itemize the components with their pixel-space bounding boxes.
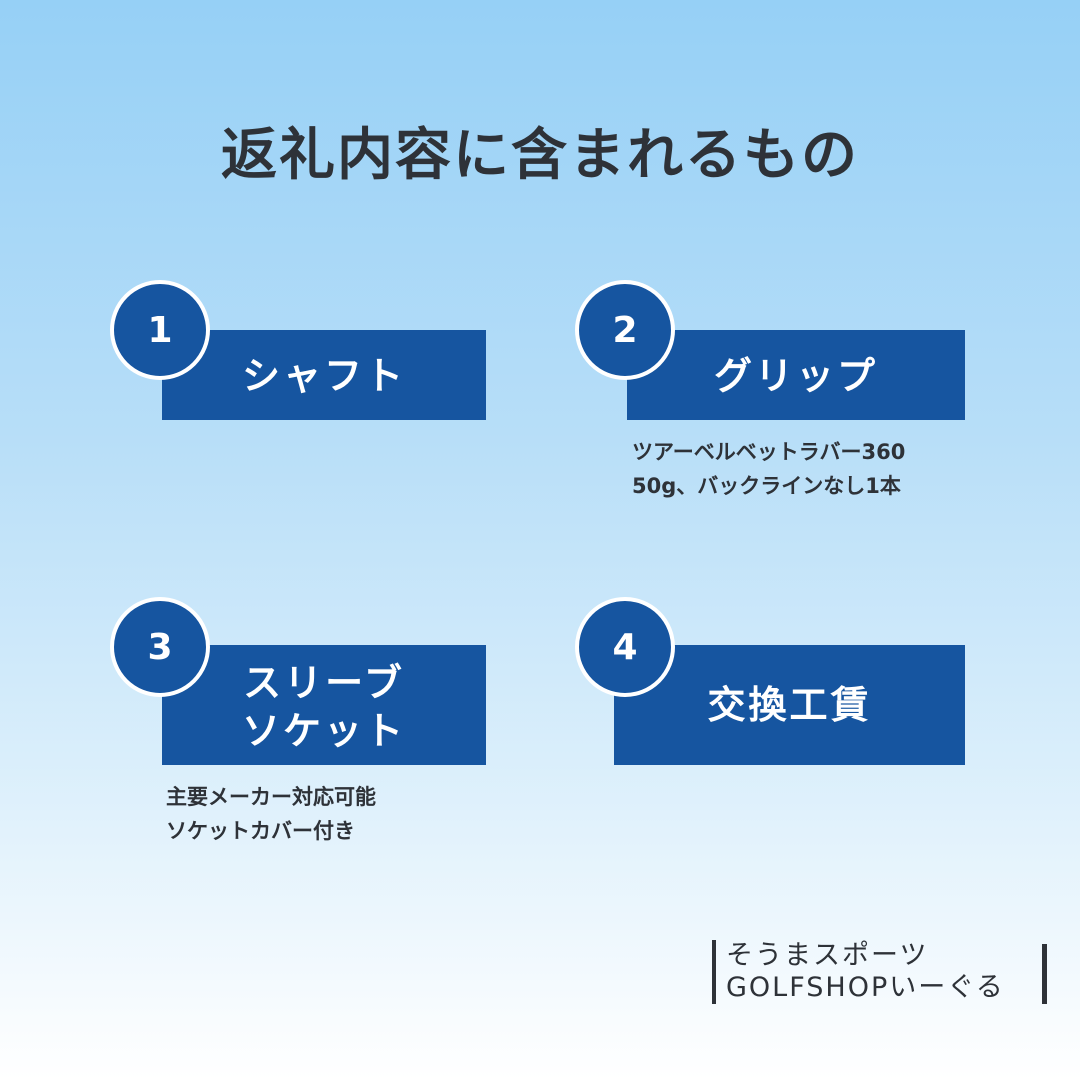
number-badge-4: 4 [575, 597, 675, 697]
note-line: 50g、バックラインなし1本 [632, 474, 901, 498]
number-badge-3: 3 [110, 597, 210, 697]
item-label-shaft: シャフト [241, 354, 406, 398]
item-note-grip: ツアーベルベットラバー360 50g、バックラインなし1本 [632, 435, 905, 503]
item-card-sleeve-socket: スリーブ ソケット [162, 645, 486, 765]
item-label-grip: グリップ [713, 354, 878, 398]
label-line: ソケット [241, 709, 406, 753]
item-card-shaft: シャフト [162, 330, 486, 420]
note-line: ツアーベルベットラバー360 [632, 440, 906, 464]
item-card-grip: グリップ [627, 330, 965, 420]
item-note-sleeve-socket: 主要メーカー対応可能 ソケットカバー付き [166, 780, 376, 848]
page-title: 返礼内容に含まれるもの [221, 123, 859, 188]
signature-bar-right [1042, 944, 1047, 1004]
number-badge-1: 1 [110, 280, 210, 380]
item-card-labor: 交換工賃 [614, 645, 965, 765]
label-line: スリーブ [243, 661, 405, 705]
number-badge-2: 2 [575, 280, 675, 380]
shop-name-line1: そうまスポーツ [726, 940, 929, 971]
item-label-sleeve-socket: スリーブ ソケット [162, 659, 486, 755]
item-label-labor: 交換工賃 [707, 683, 872, 727]
note-line: 主要メーカー対応可能 [166, 785, 376, 809]
note-line: ソケットカバー付き [166, 819, 355, 843]
shop-name-line2: GOLFSHOPいーぐる [726, 972, 1005, 1003]
shop-signature: そうまスポーツ GOLFSHOPいーぐる [712, 940, 1005, 1004]
